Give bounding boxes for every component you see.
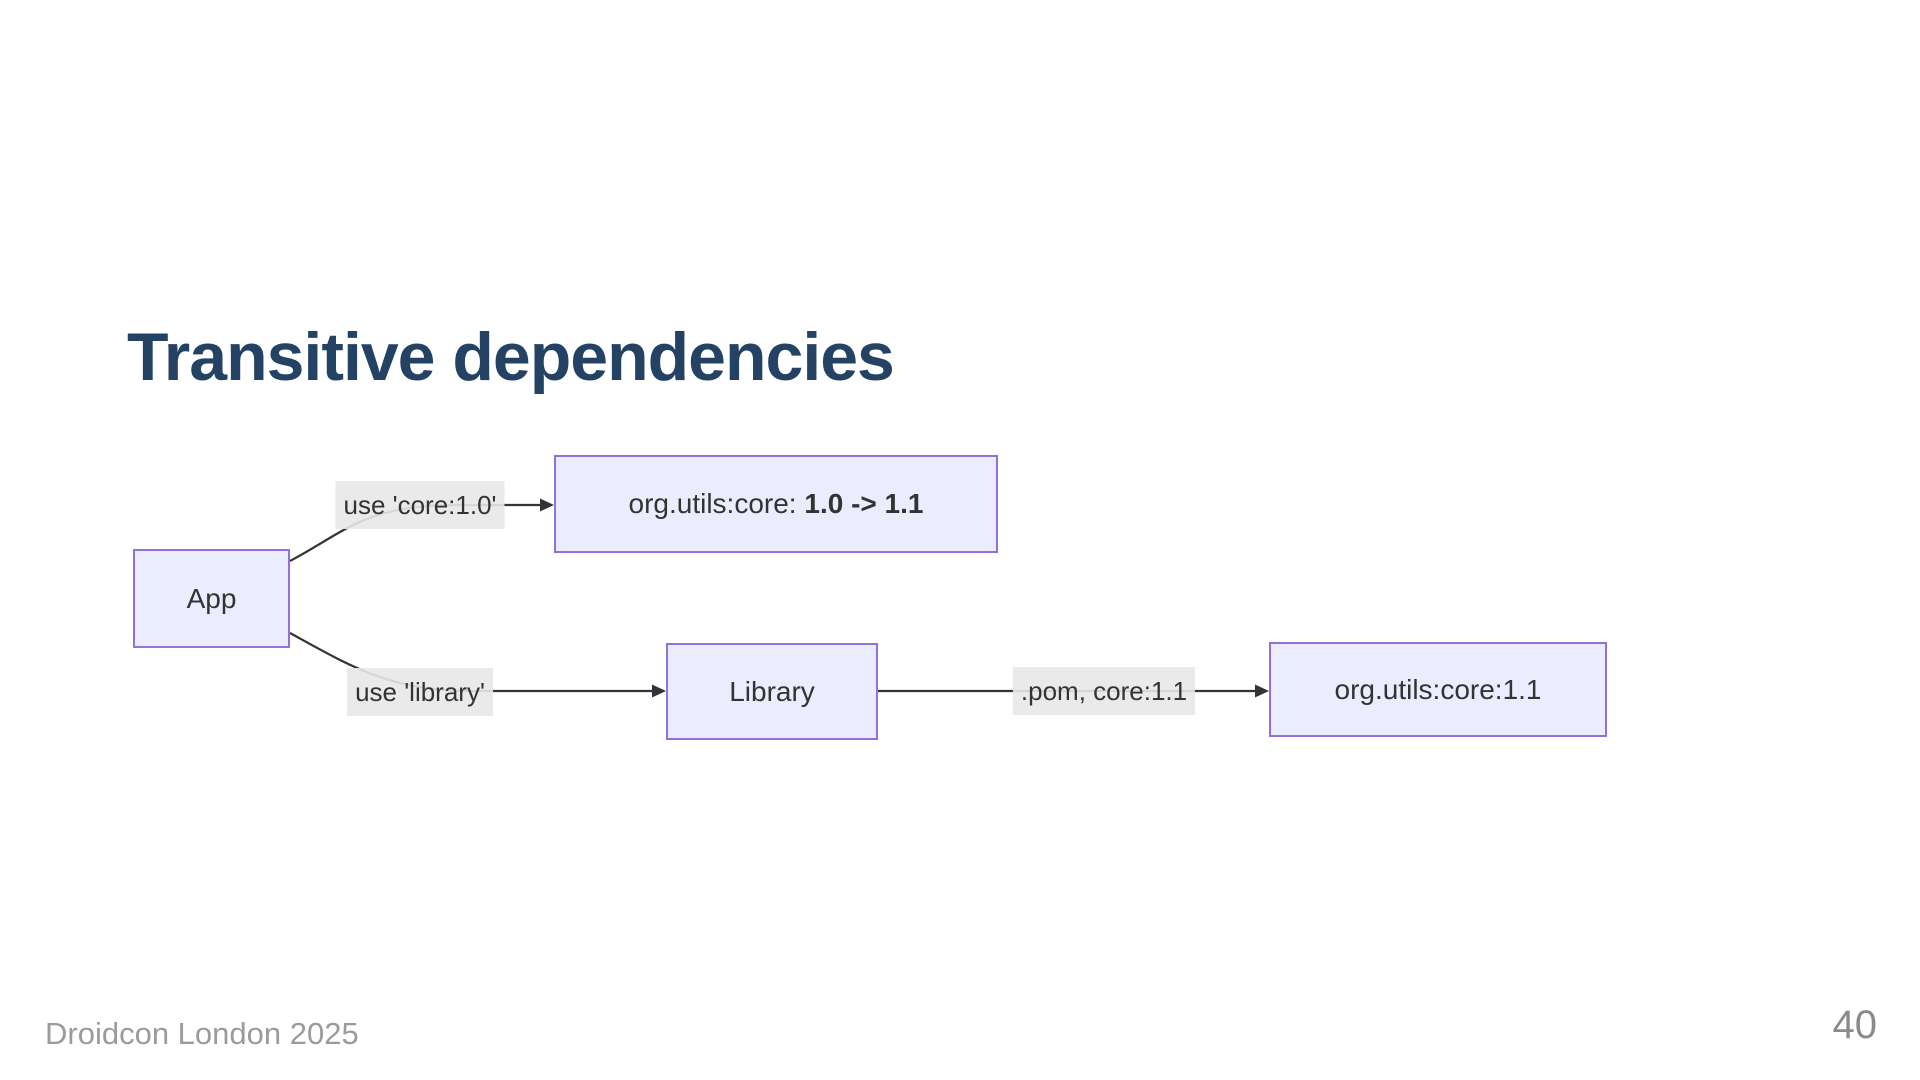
node-library-label: Library [729,675,815,707]
node-core-updated-label-version: 1.0 -> 1.1 [804,488,924,519]
arrowhead-library-to-core [1255,684,1269,698]
node-core-1-1-label: org.utils:core:1.1 [1334,673,1542,705]
node-core-updated-label-prefix: org.utils:core: [628,488,805,519]
edge-label-pom-core: .pom, core:1.1 [1012,667,1196,715]
arrowhead-app-to-library [652,684,666,698]
arrowhead-app-to-core [540,498,554,512]
node-app-label: App [186,582,237,614]
node-core-updated: org.utils:core: 1.0 -> 1.1 [554,455,998,553]
node-app: App [133,549,290,648]
page-number: 40 [1832,1003,1878,1047]
node-library: Library [666,643,878,740]
node-core-1-1: org.utils:core:1.1 [1269,642,1607,737]
footer-event-name: Droidcon London 2025 [45,1016,359,1051]
edge-label-use-library: use 'library' [347,668,493,716]
page-title: Transitive dependencies [127,319,895,395]
edge-label-use-core: use 'core:1.0' [335,481,505,529]
